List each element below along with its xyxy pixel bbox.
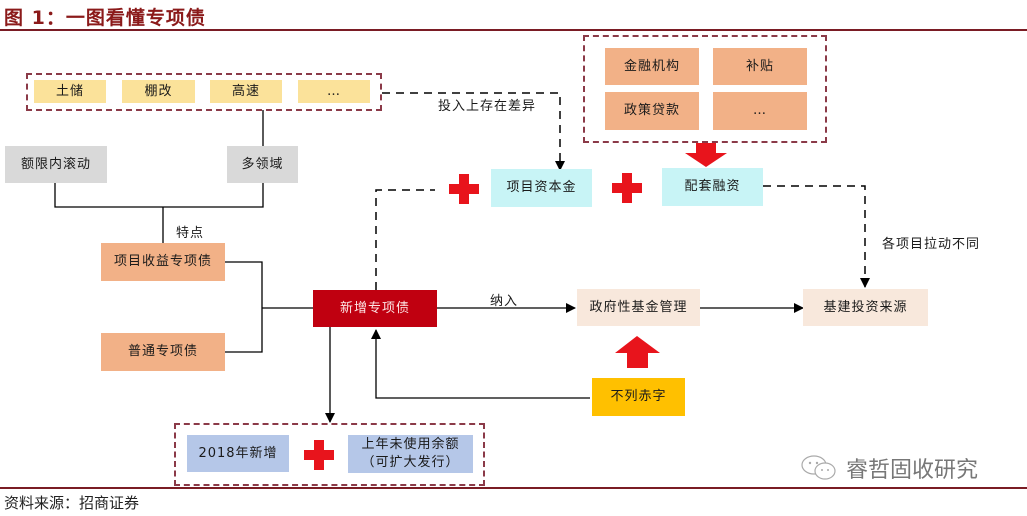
quota-2018-new: 2018年新增: [187, 435, 289, 472]
include-label: 纳入: [490, 294, 519, 309]
bottom-rule: [0, 487, 1027, 489]
source-subsidy: 补贴: [713, 48, 807, 85]
features-label: 特点: [176, 226, 205, 241]
supporting-financing: 配套融资: [662, 168, 763, 206]
type-revenue-bond: 项目收益专项债: [101, 243, 225, 281]
plus-icon: [304, 440, 334, 470]
sector-land: 土储: [34, 80, 106, 103]
red-arrow-up-icon: [615, 336, 660, 368]
sector-shantytown: 棚改: [122, 80, 195, 103]
dash-core-capital: [375, 189, 435, 290]
project-capital: 项目资本金: [491, 169, 592, 207]
watermark-text: 睿哲固收研究: [846, 458, 979, 483]
capital-note: 投入上存在差异: [438, 99, 537, 114]
line-types-bracket: [225, 261, 263, 353]
quota-group: [174, 423, 485, 486]
financing-source-group: [583, 35, 827, 143]
wechat-icon: [801, 455, 836, 480]
infra-investment-source: 基建投资来源: [803, 289, 928, 326]
core-new-special-bond: 新增专项债: [313, 290, 437, 327]
sector-highway: 高速: [210, 80, 282, 103]
watermark: 睿哲固收研究: [800, 452, 978, 484]
red-arrow-down-icon: [685, 143, 727, 167]
feature-multi-sector: 多领域: [227, 146, 298, 183]
source-more: …: [713, 92, 807, 130]
sector-more: …: [298, 80, 370, 103]
plus-icon: [612, 173, 642, 203]
figure-title: 图 1：一图看懂专项债: [4, 7, 206, 29]
gov-fund-management: 政府性基金管理: [577, 289, 700, 326]
source-financial-institution: 金融机构: [605, 48, 699, 85]
no-deficit: 不列赤字: [592, 378, 685, 416]
feature-rolling: 额限内滚动: [5, 146, 107, 183]
top-rule: [0, 29, 1027, 31]
dash-financing-infra: [763, 185, 870, 288]
infra-note: 各项目拉动不同: [882, 237, 981, 252]
quota-unused-line1: 上年未使用余额: [361, 437, 460, 453]
quota-unused-balance: 上年未使用余额 （可扩大发行）: [348, 435, 473, 473]
source-note: 资料来源：招商证券: [4, 494, 140, 512]
sector-group: [26, 73, 382, 111]
type-general-bond: 普通专项债: [101, 333, 225, 371]
arrow-deficit-core: [371, 329, 590, 399]
plus-icon: [449, 174, 479, 204]
quota-unused-line2: （可扩大发行）: [361, 455, 460, 470]
line-features-bracket: [54, 183, 264, 208]
source-policy-loan: 政策贷款: [605, 92, 699, 130]
